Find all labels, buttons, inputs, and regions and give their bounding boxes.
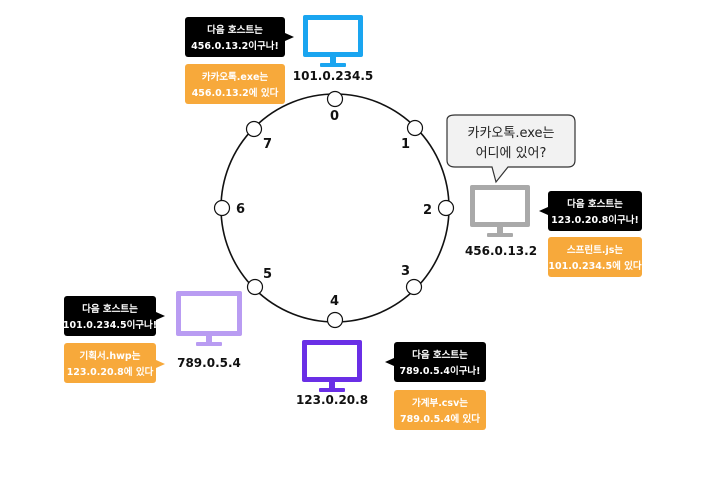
slot-point [326, 90, 344, 108]
callout-line: 다음 호스트는 [207, 24, 263, 36]
slot-point [246, 278, 264, 296]
monitor-icon [176, 291, 242, 346]
callout-line: 789.0.5.4이구나! [399, 365, 480, 377]
next-host-callout: 다음 호스트는 101.0.234.5이구나! [63, 296, 165, 336]
slot-point [326, 311, 344, 329]
callout-line: 다음 호스트는 [82, 303, 138, 315]
slot-point [245, 120, 263, 138]
callout-line: 789.0.5.4에 있다 [400, 413, 480, 425]
slot-label: 5 [263, 267, 272, 282]
callout-line: 456.0.13.2이구나! [191, 40, 279, 52]
callout-line: 스프린트.js는 [567, 244, 623, 256]
slot-label: 7 [263, 137, 272, 152]
node-ip-label: 789.0.5.4 [177, 356, 241, 370]
slot-label: 1 [401, 137, 410, 152]
next-host-callout: 다음 호스트는 456.0.13.2이구나! [185, 17, 294, 57]
callout-line: 다음 호스트는 [567, 198, 623, 210]
node-ip-label: 123.0.20.8 [296, 393, 368, 407]
callout-line: 101.0.234.5이구나! [63, 319, 157, 331]
slot-label: 2 [423, 203, 432, 218]
ring-slot-7: 7 [245, 120, 272, 152]
slot-label: 0 [330, 109, 339, 124]
monitor-icon [470, 185, 530, 237]
question-speech-bubble: 카카오톡.exe는 어디에 있어? [446, 114, 576, 184]
bubble-line: 카카오톡.exe는 [468, 126, 555, 141]
ring-slot-3: 3 [401, 264, 423, 296]
slot-label: 4 [330, 294, 339, 309]
server-node-456-0-13-2: 456.0.13.2 다음 호스트는 123.0.20.8이구나! 스프린트.j… [465, 185, 642, 277]
slot-label: 3 [401, 264, 410, 279]
server-node-789-0-5-4: 789.0.5.4 다음 호스트는 101.0.234.5이구나! 기획서.hw… [63, 291, 242, 383]
slot-label: 6 [236, 202, 245, 217]
monitor-icon [303, 15, 363, 67]
server-node-101-0-234-5: 101.0.234.5 다음 호스트는 456.0.13.2이구나! 카카오톡.… [185, 15, 373, 104]
slot-point [437, 199, 455, 217]
callout-line: 123.0.20.8에 있다 [67, 366, 154, 378]
callout-line: 다음 호스트는 [412, 349, 468, 361]
next-host-callout: 다음 호스트는 123.0.20.8이구나! [539, 191, 642, 231]
ring-slot-2: 2 [423, 199, 455, 218]
ring-slot-4: 4 [326, 294, 344, 329]
callout-line: 123.0.20.8이구나! [551, 214, 639, 226]
slot-point [213, 199, 231, 217]
slot-point [406, 119, 424, 137]
ring-slot-5: 5 [246, 267, 272, 296]
callout-line: 가계부.csv는 [412, 397, 468, 409]
next-host-callout: 다음 호스트는 789.0.5.4이구나! [385, 342, 486, 382]
file-location-callout: 스프린트.js는 101.0.234.5에 있다 [548, 237, 642, 277]
ring-slot-0: 0 [326, 90, 344, 124]
ring-slot-6: 6 [213, 199, 245, 217]
bubble-line: 어디에 있어? [476, 146, 547, 161]
callout-line: 101.0.234.5에 있다 [548, 260, 641, 272]
callout-line: 카카오톡.exe는 [202, 71, 269, 83]
ring-slot-1: 1 [401, 119, 424, 152]
file-location-callout: 기획서.hwp는 123.0.20.8에 있다 [64, 343, 165, 383]
slot-point [405, 278, 423, 296]
callout-line: 기획서.hwp는 [80, 350, 141, 362]
callout-line: 456.0.13.2에 있다 [192, 87, 279, 99]
monitor-icon [302, 340, 362, 392]
file-location-callout: 카카오톡.exe는 456.0.13.2에 있다 [185, 64, 285, 104]
node-ip-label: 101.0.234.5 [293, 69, 373, 83]
server-node-123-0-20-8: 123.0.20.8 다음 호스트는 789.0.5.4이구나! 가계부.csv… [296, 340, 486, 430]
file-location-callout: 가계부.csv는 789.0.5.4에 있다 [394, 390, 486, 430]
node-ip-label: 456.0.13.2 [465, 244, 537, 258]
